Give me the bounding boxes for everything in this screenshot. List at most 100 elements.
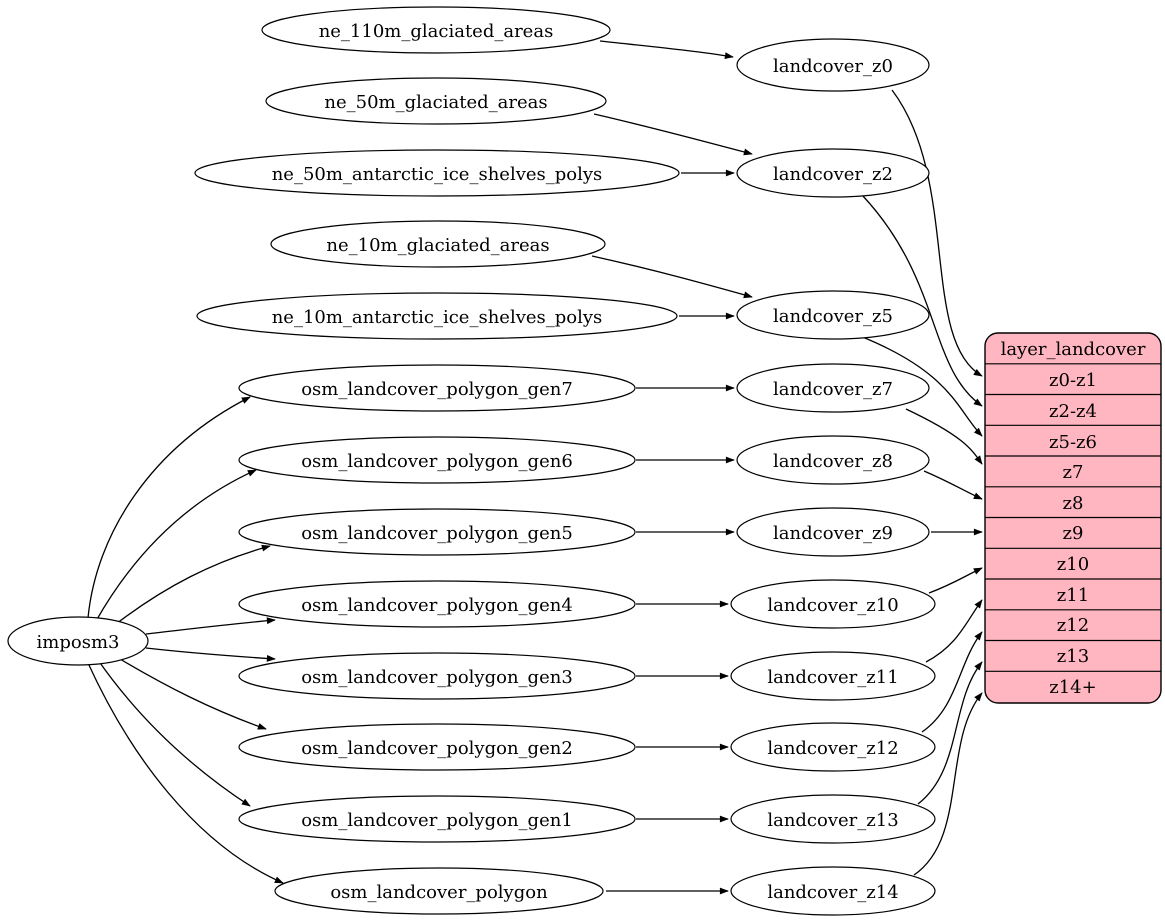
table-row-z9: z9 (1063, 523, 1084, 544)
edge-z13-row-z13 (917, 661, 983, 805)
node-osm-landcover-polygon-gen4-label: osm_landcover_polygon_gen4 (301, 595, 573, 616)
node-landcover-z13-shape (730, 794, 936, 844)
node-landcover-z7-shape (736, 363, 930, 413)
table-row-z14plus: z14+ (1049, 677, 1096, 698)
node-osm-landcover-polygon-gen6: osm_landcover_polygon_gen6 (238, 436, 636, 484)
edge-imposm3-gen5 (111, 544, 271, 628)
node-osm-landcover-polygon-gen7-shape (238, 364, 636, 412)
node-imposm3-shape (7, 616, 149, 666)
edge-ne110m-z0 (599, 40, 734, 60)
node-landcover-z11-label: landcover_z11 (767, 667, 898, 688)
edge-ne50m-glaciated-z2 (593, 113, 753, 156)
node-landcover-z0-shape (736, 38, 930, 92)
node-landcover-z2: landcover_z2 (736, 148, 930, 198)
node-imposm3: imposm3 (7, 616, 149, 666)
node-landcover-z12: landcover_z12 (730, 722, 936, 772)
layer-landcover-table: layer_landcover z0-z1 z2-z4 z5-z6 z7 z8 … (984, 332, 1162, 704)
table-row-z8: z8 (1063, 493, 1084, 514)
table-row-z13: z13 (1057, 646, 1089, 667)
node-ne-110m-glaciated-areas: ne_110m_glaciated_areas (261, 6, 611, 54)
table-row-z7: z7 (1063, 462, 1084, 483)
node-landcover-z5: landcover_z5 (736, 290, 930, 340)
node-landcover-z0-label: landcover_z0 (773, 56, 893, 77)
node-osm-landcover-polygon-gen7-label: osm_landcover_polygon_gen7 (301, 379, 573, 400)
node-osm-landcover-polygon-gen5: osm_landcover_polygon_gen5 (238, 508, 636, 556)
node-osm-landcover-polygon-label: osm_landcover_polygon (330, 882, 548, 903)
node-osm-landcover-polygon: osm_landcover_polygon (274, 867, 604, 915)
node-osm-landcover-polygon-shape (274, 867, 604, 915)
node-ne-10m-antarctic-ice-shelves-polys-label: ne_10m_antarctic_ice_shelves_polys (272, 307, 603, 328)
node-ne-50m-antarctic-ice-shelves-polys-shape (194, 149, 680, 197)
edge-ne10m-glaciated-z5 (591, 255, 753, 299)
node-landcover-z13: landcover_z13 (730, 794, 936, 844)
node-landcover-z9-label: landcover_z9 (773, 523, 893, 544)
node-landcover-z12-shape (730, 722, 936, 772)
node-osm-landcover-polygon-gen4: osm_landcover_polygon_gen4 (238, 580, 636, 628)
node-osm-landcover-polygon-gen5-label: osm_landcover_polygon_gen5 (301, 523, 573, 544)
edge-z7-row-z7 (905, 408, 983, 465)
table-row-z2-z4: z2-z4 (1049, 401, 1097, 422)
node-ne-110m-glaciated-areas-label: ne_110m_glaciated_areas (319, 21, 554, 42)
node-ne-50m-glaciated-areas-shape (265, 77, 607, 125)
node-landcover-z11: landcover_z11 (730, 651, 936, 701)
node-landcover-z14: landcover_z14 (730, 866, 936, 916)
node-osm-landcover-polygon-gen7: osm_landcover_polygon_gen7 (238, 364, 636, 412)
edge-imposm3-gen6 (95, 469, 257, 622)
node-osm-landcover-polygon-gen3-label: osm_landcover_polygon_gen3 (301, 667, 573, 688)
edge-imposm3-gen4 (145, 617, 276, 635)
node-ne-50m-glaciated-areas-label: ne_50m_glaciated_areas (324, 92, 547, 113)
node-landcover-z7-label: landcover_z7 (773, 379, 893, 400)
edge-imposm3-gen7 (87, 396, 251, 619)
node-osm-landcover-polygon-gen6-shape (238, 436, 636, 484)
node-osm-landcover-polygon-gen1-shape (238, 795, 636, 843)
node-landcover-z11-shape (730, 651, 936, 701)
edge-z12-row-z12 (921, 631, 983, 733)
node-ne-110m-glaciated-areas-shape (261, 6, 611, 54)
table-row-z5-z6: z5-z6 (1049, 432, 1097, 453)
node-ne-50m-glaciated-areas: ne_50m_glaciated_areas (265, 77, 607, 125)
node-ne-10m-glaciated-areas-label: ne_10m_glaciated_areas (326, 235, 549, 256)
node-landcover-z2-shape (736, 148, 930, 198)
node-osm-landcover-polygon-gen2-label: osm_landcover_polygon_gen2 (301, 738, 573, 759)
edge-z5-row-z5z6 (859, 335, 983, 437)
node-landcover-z7: landcover_z7 (736, 363, 930, 413)
node-ne-10m-glaciated-areas: ne_10m_glaciated_areas (270, 220, 606, 268)
node-osm-landcover-polygon-gen4-shape (238, 580, 636, 628)
table-row-z11: z11 (1057, 585, 1089, 606)
edge-z2-row-z2z4 (861, 194, 983, 407)
node-osm-landcover-polygon-gen1: osm_landcover_polygon_gen1 (238, 795, 636, 843)
node-ne-10m-antarctic-ice-shelves-polys: ne_10m_antarctic_ice_shelves_polys (196, 292, 678, 340)
node-landcover-z14-label: landcover_z14 (767, 882, 898, 903)
node-osm-landcover-polygon-gen3-shape (238, 652, 636, 700)
node-landcover-z10-label: landcover_z10 (767, 595, 898, 616)
nodes: imposm3 ne_110m_glaciated_areas ne_50m_g… (7, 6, 936, 916)
node-landcover-z2-label: landcover_z2 (773, 164, 893, 185)
node-landcover-z0: landcover_z0 (736, 38, 930, 92)
node-ne-50m-antarctic-ice-shelves-polys: ne_50m_antarctic_ice_shelves_polys (194, 149, 680, 197)
edge-z11-row-z11 (925, 599, 983, 663)
node-landcover-z12-label: landcover_z12 (767, 738, 898, 759)
table-row-z0-z1: z0-z1 (1049, 370, 1097, 391)
node-osm-landcover-polygon-gen2-shape (238, 723, 636, 771)
edge-imposm3-gen2 (114, 655, 267, 730)
edge-imposm3-gen3 (145, 647, 276, 662)
node-landcover-z5-shape (736, 290, 930, 340)
edge-z8-row-z8 (923, 470, 983, 500)
node-ne-10m-antarctic-ice-shelves-polys-shape (196, 292, 678, 340)
node-landcover-z10-shape (730, 579, 936, 629)
node-landcover-z8-shape (736, 435, 930, 485)
node-landcover-z10: landcover_z10 (730, 579, 936, 629)
node-landcover-z14-shape (730, 866, 936, 916)
edge-z14-row-z14 (913, 692, 983, 876)
node-landcover-z8-label: landcover_z8 (773, 451, 893, 472)
table-row-z12: z12 (1057, 615, 1089, 636)
edge-imposm3-gen1 (97, 659, 251, 807)
node-landcover-z9-shape (736, 507, 930, 557)
node-osm-landcover-polygon-gen2: osm_landcover_polygon_gen2 (238, 723, 636, 771)
node-imposm3-label: imposm3 (37, 632, 120, 653)
edge-z0-row-z0z1 (891, 89, 983, 377)
node-osm-landcover-polygon-gen3: osm_landcover_polygon_gen3 (238, 652, 636, 700)
node-landcover-z8: landcover_z8 (736, 435, 930, 485)
